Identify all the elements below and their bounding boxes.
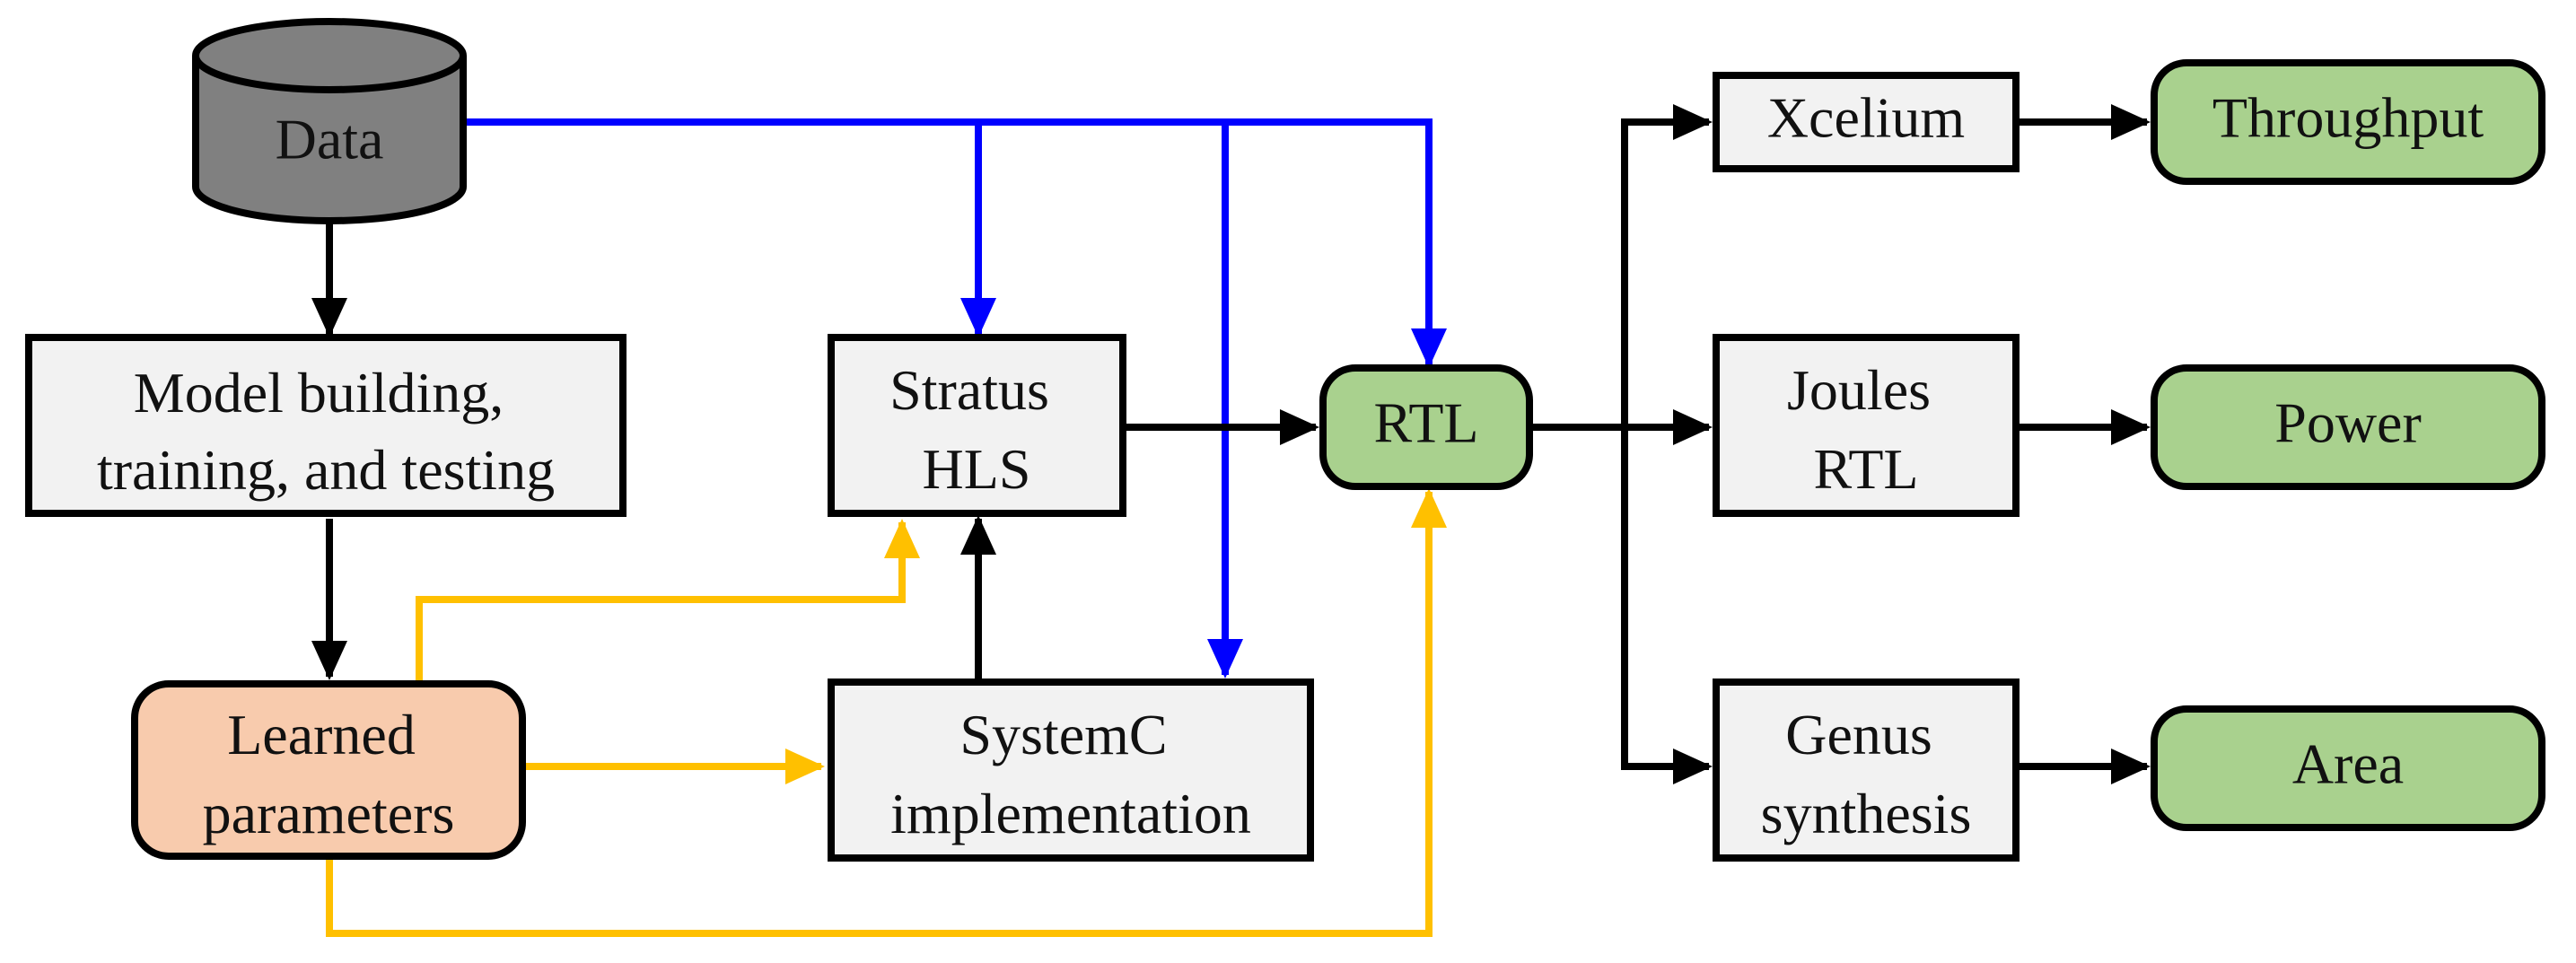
systemc-implementation-line-1: SystemC [959,703,1167,766]
learned-parameters-line-2: parameters [203,782,455,845]
learned-parameters-line-1: Learned [227,703,416,766]
genus-synthesis-box: Genus synthesis [1713,678,2020,862]
joules-rtl-line-2: RTL [1813,437,1918,501]
throughput-box: Throughput [2151,59,2545,185]
model-building-line-1: Model building, [134,361,504,425]
joules-rtl-box: Joules RTL [1713,334,2020,517]
throughput-rect [2151,59,2545,185]
area-box: Area [2151,705,2545,831]
xcelium-label: Xcelium [1767,86,1965,150]
stratus-hls-line-2: HLS [923,437,1031,501]
systemc-implementation-box: SystemC implementation [828,678,1314,862]
edge-data-to-rtl [1225,118,1447,368]
genus-synthesis-line-2: synthesis [1761,782,1972,845]
power-label: Power [2274,391,2422,455]
systemc-implementation-label: SystemC implementation [890,703,1251,845]
model-building-label: Model building, training, and testing [97,361,555,502]
joules-rtl-label: Joules RTL [1787,358,1945,501]
throughput-label: Throughput [2212,86,2484,150]
rtl-box: RTL [1319,364,1533,490]
data-cylinder-body [192,56,467,224]
learned-parameters-box: Learned parameters [131,680,526,860]
model-building-box: Model building, training, and testing [25,334,626,517]
stratus-hls-label: Stratus HLS [889,358,1064,501]
edge-params-to-rtl [326,488,1447,937]
edge-rtl-to-genus [1621,427,1713,784]
model-building-rect [25,334,626,517]
learned-parameters-rect [131,680,526,860]
edge-rtl-to-xcelium [1621,104,1713,427]
rtl-label: RTL [1373,391,1478,455]
edge-params-to-stratus [416,519,920,680]
data-label: Data [276,108,384,171]
xcelium-rect [1713,72,2020,172]
power-box: Power [2151,364,2545,490]
model-building-line-2: training, and testing [97,438,555,502]
stratus-hls-rect [828,334,1126,517]
xcelium-box: Xcelium [1713,72,2020,172]
rtl-rect [1319,364,1533,490]
area-rect [2151,705,2545,831]
area-label: Area [2292,732,2404,796]
joules-rtl-line-1: Joules [1787,358,1931,422]
power-rect [2151,364,2545,490]
joules-rtl-rect [1713,334,2020,517]
database-cylinder-icon: Data [192,18,467,224]
systemc-implementation-line-2: implementation [890,782,1251,845]
edge-data-to-stratus [465,118,996,337]
learned-parameters-label: Learned parameters [203,703,455,845]
stratus-hls-box: Stratus HLS [828,334,1126,517]
systemc-implementation-rect [828,678,1314,862]
genus-synthesis-label: Genus synthesis [1761,703,1972,845]
genus-synthesis-line-1: Genus [1785,703,1932,766]
data-cylinder-top [192,18,467,93]
stratus-hls-line-1: Stratus [889,358,1049,422]
genus-synthesis-rect [1713,678,2020,862]
